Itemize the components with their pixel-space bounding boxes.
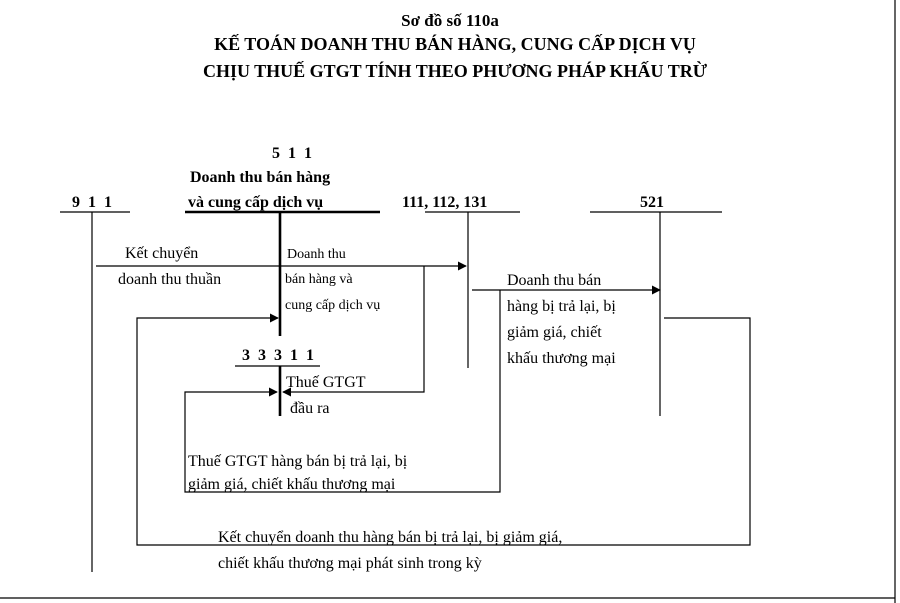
flow-521-to-511 xyxy=(136,313,751,546)
account-111-112-131-label: 111, 112, 131 xyxy=(402,194,487,211)
flow-tra-label-4: khấu thương mại xyxy=(507,350,616,367)
diagram-number: Sơ đồ số 110a xyxy=(401,11,499,30)
flow-tra-label-3: giảm giá, chiết xyxy=(507,324,602,341)
flow-33311-to-111 xyxy=(282,266,425,397)
flow-dt-label-1: Doanh thu xyxy=(287,247,346,262)
flow-tra-label-1: Doanh thu bán xyxy=(507,272,601,289)
account-511-name-line-1: Doanh thu bán hàng xyxy=(190,169,330,186)
flow-kc-label-1: Kết chuyển xyxy=(125,245,198,262)
flow-tra-label-2: hàng bị trả lại, bị xyxy=(507,298,616,315)
account-33311-label: 3 3 3 1 1 xyxy=(242,347,316,364)
account-511-label: 5 1 1 xyxy=(272,145,314,162)
flow-kcb-label-1: Kết chuyển doanh thu hàng bán bị trả lại… xyxy=(218,529,562,546)
account-911-label: 9 1 1 xyxy=(72,194,114,211)
diagram-title-line-2: CHỊU THUẾ GTGT TÍNH THEO PHƯƠNG PHÁP KHẤ… xyxy=(203,60,708,81)
flow-kcb-label-2: chiết khấu thương mại phát sinh trong kỳ xyxy=(218,555,482,572)
flow-vat-label-1: Thuế GTGT xyxy=(286,374,366,391)
flow-vtra-label-1: Thuế GTGT hàng bán bị trả lại, bị xyxy=(188,453,408,470)
diagram-title-line-1: KẾ TOÁN DOANH THU BÁN HÀNG, CUNG CẤP DỊC… xyxy=(214,33,696,54)
flow-dt-label-3: cung cấp dịch vụ xyxy=(285,298,380,313)
flow-kc-label-2: doanh thu thuần xyxy=(118,271,221,288)
account-511-name-line-2: và cung cấp dịch vụ xyxy=(188,194,323,211)
flow-111-to-33311 xyxy=(184,290,501,493)
account-521-label: 521 xyxy=(640,194,664,211)
flow-dt-label-2: bán hàng và xyxy=(285,272,353,287)
flow-vat-label-2: đầu ra xyxy=(290,400,330,417)
flow-vtra-label-2: giảm giá, chiết khấu thương mại xyxy=(188,476,396,493)
